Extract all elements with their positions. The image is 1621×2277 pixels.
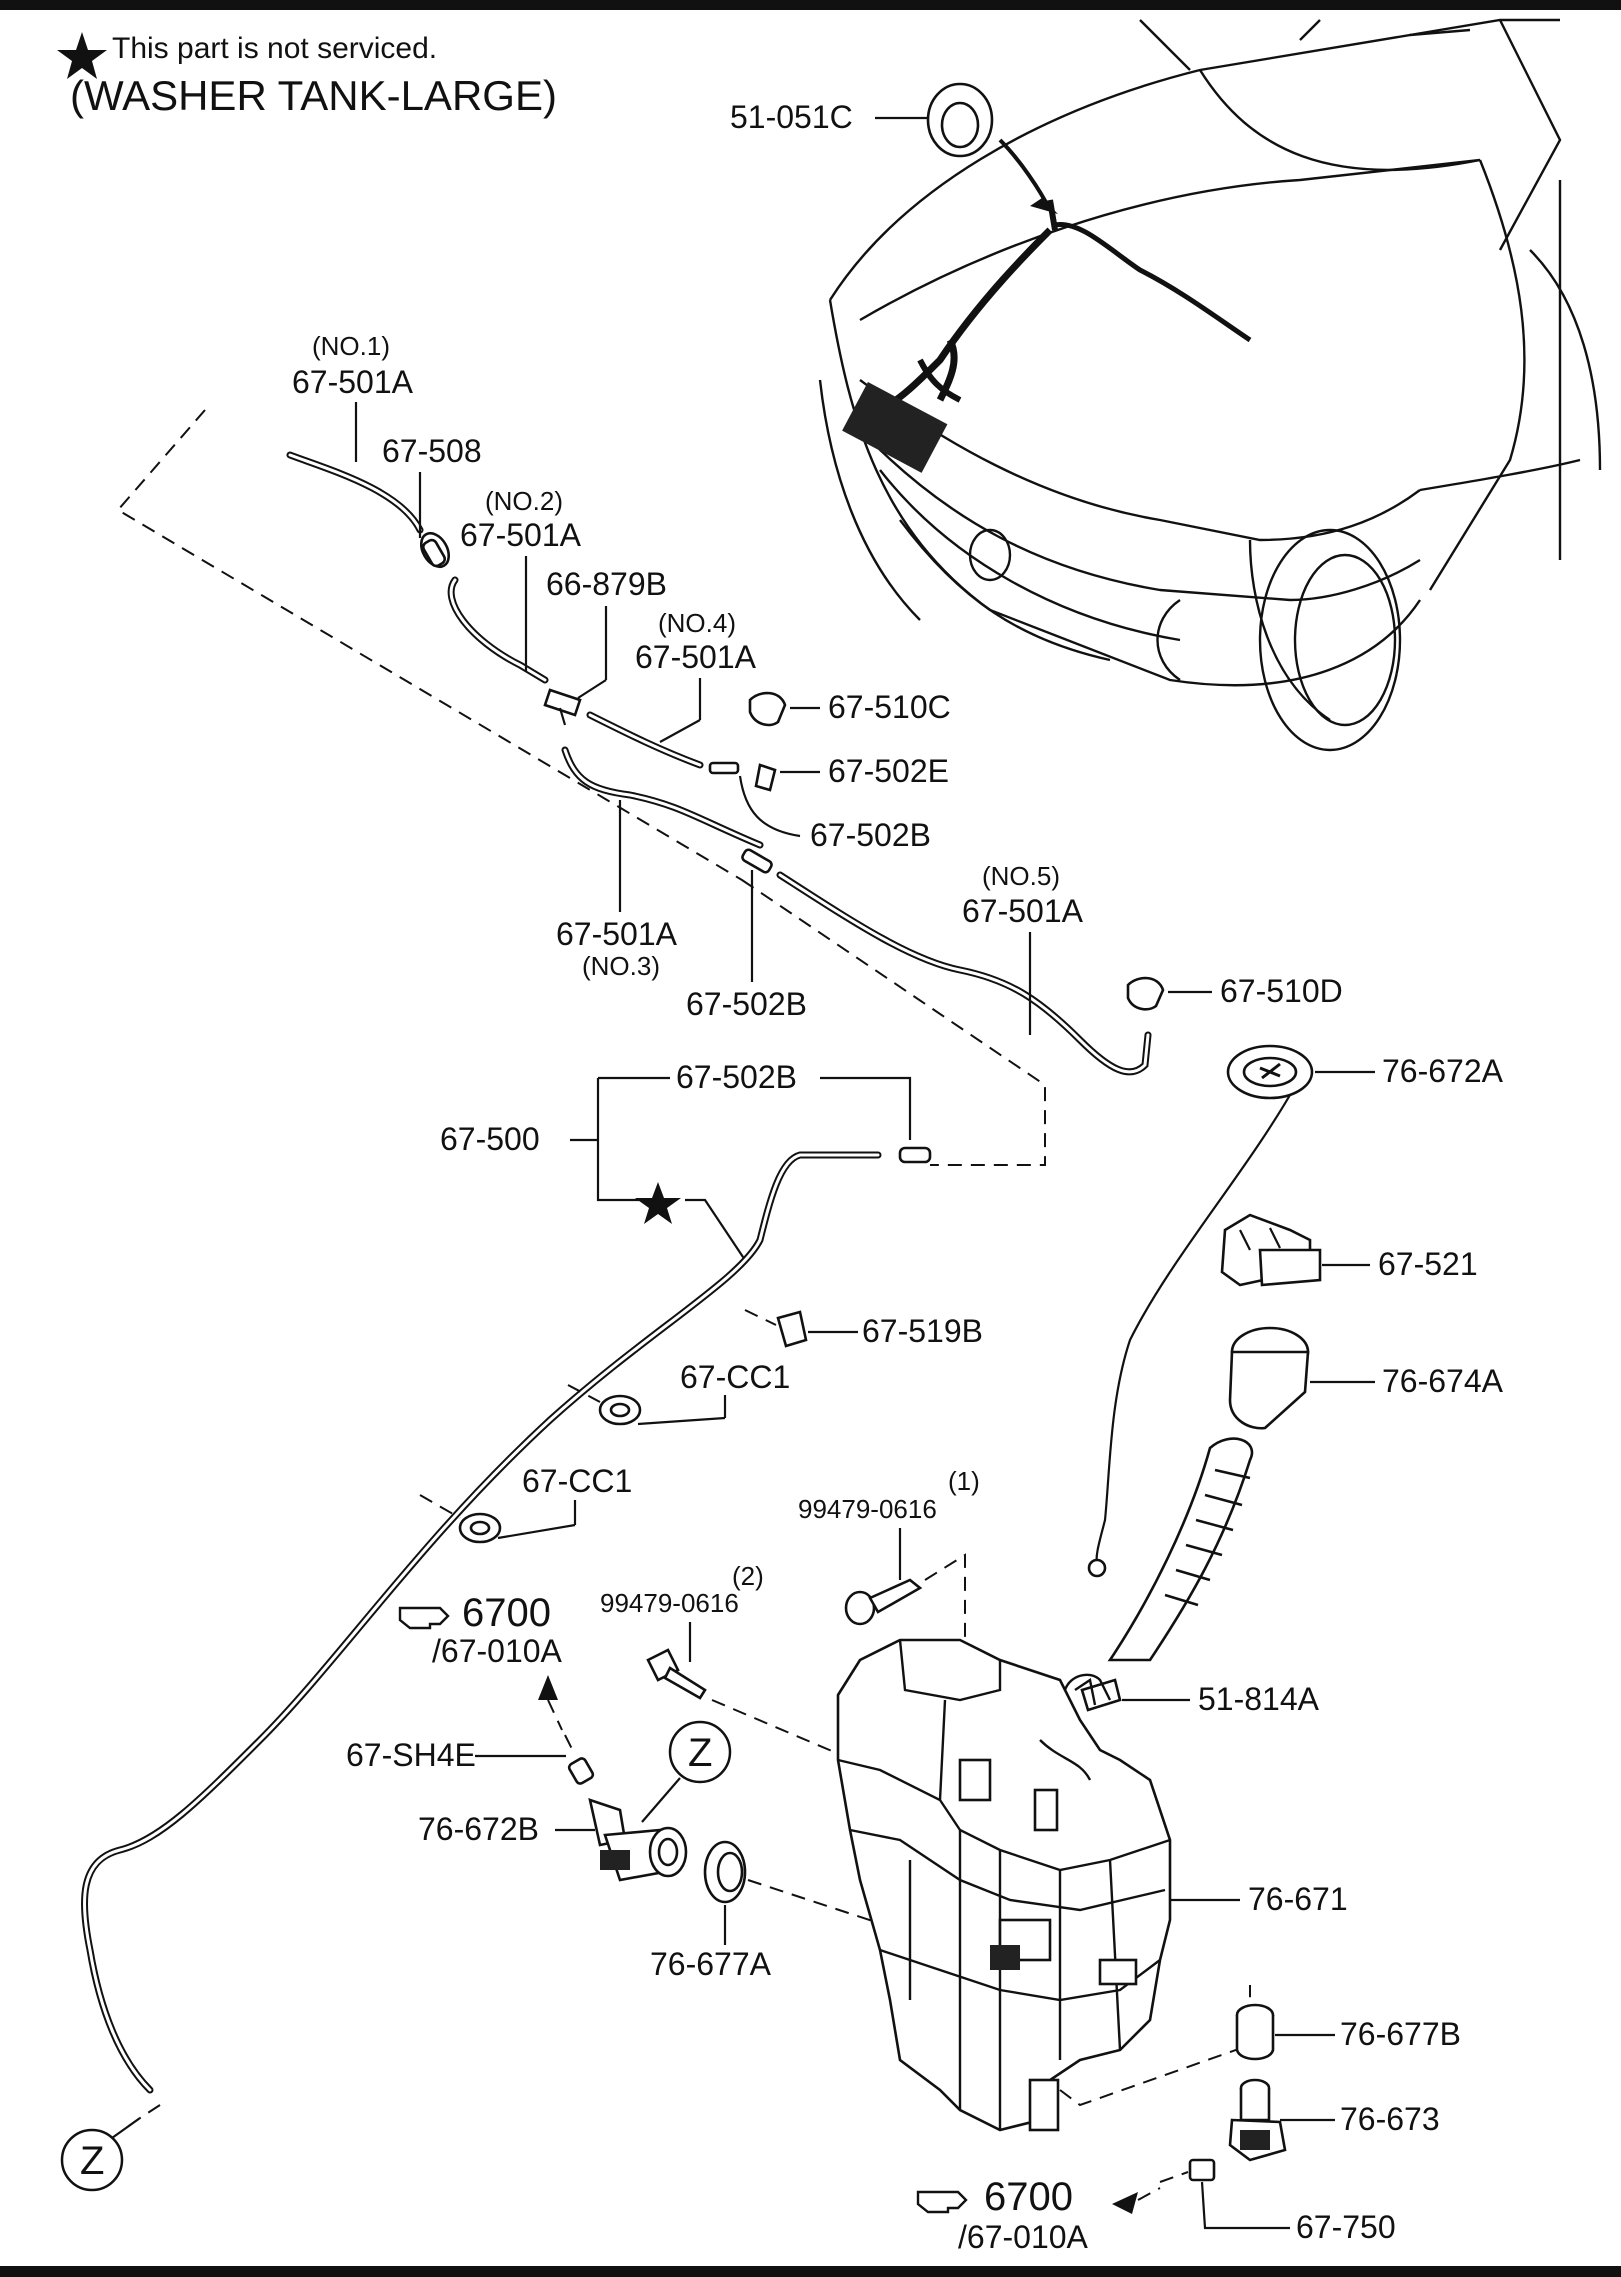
connector-z-mid: Z <box>641 1720 732 1823</box>
part-67-502b-a <box>741 848 773 874</box>
label-67-510d: 67-510D <box>1220 973 1343 1009</box>
hose-67-500 <box>80 1146 932 2094</box>
label-76-672b: 76-672B <box>418 1811 539 1847</box>
part-67-510d-nozzle <box>1126 976 1165 1011</box>
label-67-501a-no2: 67-501A <box>460 517 582 553</box>
label-76-677a: 76-677A <box>650 1946 772 1982</box>
label-no3: (NO.3) <box>582 951 660 981</box>
label-76-671: 76-671 <box>1248 1881 1348 1917</box>
label-q1: (1) <box>948 1466 980 1496</box>
label-67-502b-c: 67-502B <box>676 1059 797 1095</box>
z-mid-letter: Z <box>688 1731 712 1775</box>
label-67-501a-no3: 67-501A <box>556 916 678 952</box>
part-67-502e <box>708 761 777 792</box>
reference-top: 6700 /67-010A <box>398 1591 563 1731</box>
part-67-cc1-clip-a <box>567 1384 727 1426</box>
ref-bottom-number: 6700 <box>984 2175 1073 2219</box>
part-76-677a-grommet <box>703 1840 901 1945</box>
label-no2: (NO.2) <box>485 486 563 516</box>
part-99479-0616-screw-1 <box>844 1553 966 1690</box>
hose-no5 <box>776 871 1152 1076</box>
header-note: This part is not serviced. <box>112 32 437 65</box>
label-76-674a: 76-674A <box>1382 1363 1504 1399</box>
part-67-sh4e <box>564 1734 595 1785</box>
ref-top-number: 6700 <box>462 1591 551 1635</box>
part-76-672a-cap <box>1087 1044 1314 1578</box>
label-67-cc1-a: 67-CC1 <box>680 1359 790 1395</box>
label-67-cc1-b: 67-CC1 <box>522 1463 632 1499</box>
label-76-677b: 76-677B <box>1340 2016 1461 2052</box>
top-border-bar <box>0 0 1621 10</box>
part-67-cc1-clip-b <box>419 1494 577 1544</box>
label-67-500: 67-500 <box>440 1121 540 1157</box>
part-76-672b-pump <box>588 1798 688 1882</box>
connector-z-bottom: Z <box>60 2117 141 2192</box>
label-51-814a: 51-814A <box>1198 1681 1320 1717</box>
label-67-502b-b: 67-502B <box>686 986 807 1022</box>
circle-letter-icon <box>668 1720 732 1784</box>
part-76-671-washer-tank <box>836 1638 1172 2132</box>
label-67-521: 67-521 <box>1378 1246 1478 1282</box>
label-67-502e: 67-502E <box>828 753 949 789</box>
part-76-673-level-sensor <box>1228 2078 1335 2162</box>
header: This part is not serviced. (WASHER TANK-… <box>57 32 557 119</box>
part-67-519b-clip <box>744 1309 858 1348</box>
label-67-501a-no1: 67-501A <box>292 364 414 400</box>
part-67-510c-nozzle <box>748 691 787 727</box>
part-67-750 <box>1159 2158 1290 2230</box>
label-76-672a: 76-672A <box>1382 1053 1504 1089</box>
label-67-519b: 67-519B <box>862 1313 983 1349</box>
page-title: (WASHER TANK-LARGE) <box>70 72 557 119</box>
label-67-501a-no4: 67-501A <box>635 639 757 675</box>
label-99479-0616-1: 99479-0616 <box>798 1494 937 1524</box>
label-67-501a-no5: 67-501A <box>962 893 1084 929</box>
pointing-hand-icon <box>398 1606 450 1630</box>
label-no5: (NO.5) <box>982 861 1060 891</box>
part-76-677b <box>1235 2003 1335 2061</box>
label-67-750: 67-750 <box>1296 2209 1396 2245</box>
star-icon <box>57 32 107 79</box>
ref-bottom-sub: /67-010A <box>958 2219 1089 2255</box>
label-99479-0616-2: 99479-0616 <box>600 1588 739 1618</box>
part-67-508-joint <box>421 538 447 568</box>
part-66-879b-tee <box>543 688 582 726</box>
label-67-510c: 67-510C <box>828 689 951 725</box>
part-76-674a-filler-neck <box>1107 1326 1310 1662</box>
label-76-673: 76-673 <box>1340 2101 1440 2137</box>
bottom-border-bar <box>0 2266 1621 2277</box>
circle-letter-icon <box>60 2128 124 2192</box>
hose-no2 <box>447 576 549 684</box>
star-icon <box>635 1182 681 1224</box>
car-hood-illustration <box>818 18 1602 752</box>
label-66-879b: 66-879B <box>546 566 667 602</box>
part-51-051c: 51-051C <box>730 82 994 158</box>
hose-no4 <box>586 711 704 769</box>
label-67-508: 67-508 <box>382 433 482 469</box>
label-67-sh4e: 67-SH4E <box>346 1737 476 1773</box>
label-no1: (NO.1) <box>312 331 390 361</box>
reference-bottom: 6700 /67-010A <box>916 2175 1161 2255</box>
label-q2: (2) <box>732 1561 764 1591</box>
label-no4: (NO.4) <box>658 608 736 638</box>
pointing-hand-icon <box>916 2190 968 2214</box>
z-bottom-letter: Z <box>80 2139 104 2183</box>
ref-top-sub: /67-010A <box>432 1633 563 1669</box>
label-51-051c: 51-051C <box>730 99 853 135</box>
part-67-521-bracket <box>1220 1213 1322 1287</box>
hose-no3 <box>561 746 764 849</box>
label-67-502b-a: 67-502B <box>810 817 931 853</box>
